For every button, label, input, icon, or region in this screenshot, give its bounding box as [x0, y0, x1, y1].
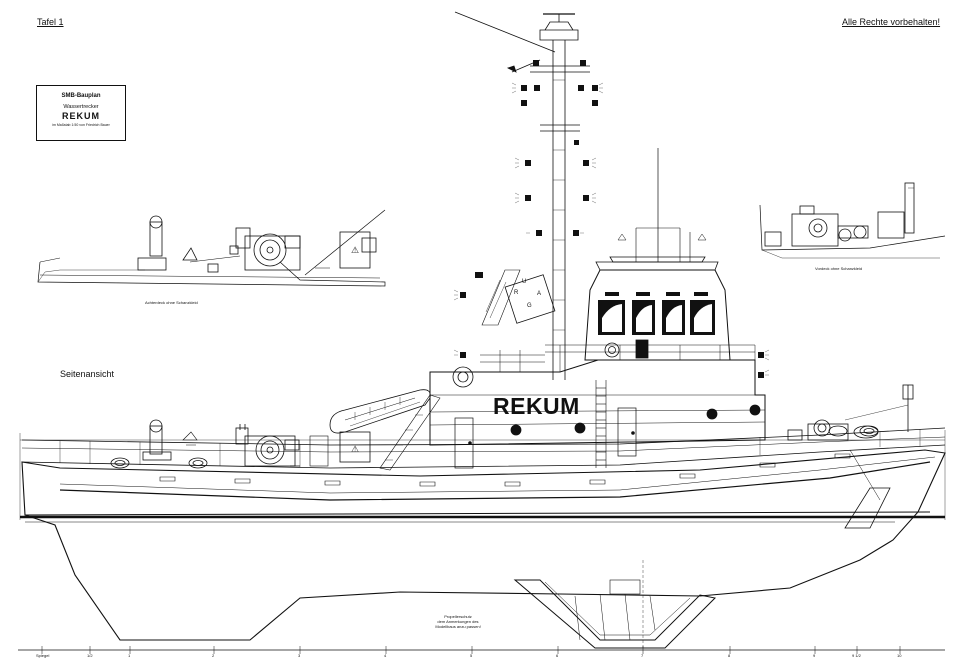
deckhouse-door-fore	[617, 407, 637, 457]
flag-letter-r: R	[514, 290, 519, 296]
portholes	[510, 404, 761, 436]
station-label: 3	[298, 653, 301, 658]
upper-deck-railing	[480, 344, 756, 372]
hull-name-lettering: REKUM	[493, 393, 580, 419]
inflatable-boat	[329, 389, 431, 434]
stern-hawse	[110, 457, 130, 469]
propeller-note-line: Propellerschutz	[444, 614, 472, 619]
bow-mast	[844, 384, 914, 432]
aft-towing-winch	[235, 424, 300, 467]
bow-hawse	[859, 425, 879, 437]
propeller-note-line: dem Anmerkungen des	[437, 619, 479, 624]
station-label: 4	[384, 653, 387, 658]
bow-winch	[787, 419, 879, 441]
vessel-type: Wassertrecker	[63, 104, 99, 110]
fore-deck-detail-drawing	[759, 182, 946, 259]
station-label: 9	[813, 653, 816, 658]
plate-number: Tafel 1	[37, 17, 64, 27]
aft-deck-caption: Achterdeck ohne Schanzkleid	[145, 300, 198, 305]
flag-letter-a: A	[537, 291, 542, 297]
station-label: 10	[897, 653, 902, 658]
propeller-note-line: Modellbaus anzu passen!	[435, 624, 481, 629]
deckhouse-door-aft	[454, 417, 474, 469]
svg-text:⚠: ⚠	[351, 444, 359, 454]
vessel-name: REKUM	[62, 111, 100, 121]
flag-signboard	[504, 274, 556, 324]
hull-outline	[21, 449, 946, 641]
propeller-note: Propellerschutz dem Anmerkungen des Mode…	[428, 614, 488, 629]
fender-line	[59, 461, 931, 501]
station-label: Spiegel	[36, 653, 50, 658]
svg-text:⚠: ⚠	[351, 245, 359, 255]
station-label: 5	[470, 653, 473, 658]
side-ladder	[595, 380, 607, 468]
bulwark-top	[21, 427, 946, 446]
frame-station-ticks	[41, 646, 901, 654]
aft-bollard	[142, 419, 172, 461]
lifebuoy	[452, 366, 474, 388]
station-label: 1/2	[87, 653, 93, 658]
title-block: SMB-Bauplan Wassertrecker REKUM im Maßst…	[36, 85, 126, 141]
station-label: 1	[128, 653, 131, 658]
station-label: 6	[556, 653, 559, 658]
aft-deck-detail-drawing: ⚠	[37, 209, 386, 287]
station-label: 9 1/2	[852, 653, 861, 658]
side-view-label: Seitenansicht	[60, 369, 115, 379]
flag-letter-u: U	[522, 279, 527, 285]
flag-letter-g: G	[527, 303, 532, 309]
fore-deck-caption: Vordeck ohne Schanzkleid	[815, 266, 863, 271]
copyright-notice: Alle Rechte vorbehalten!	[842, 17, 941, 27]
station-label: 2	[212, 653, 215, 658]
publisher-label: SMB-Bauplan	[61, 93, 101, 99]
station-label: 7	[641, 653, 644, 658]
deck-sheer	[21, 444, 946, 469]
hull-fender-tyres	[159, 453, 851, 487]
station-label: 8	[728, 653, 731, 658]
propeller-nozzle	[513, 579, 717, 649]
davit	[379, 394, 441, 471]
deckhouse	[429, 359, 766, 446]
bow-fender	[844, 487, 891, 529]
main-mast	[453, 11, 770, 380]
scale-note: im Maßstab 1:50 von Friedrich Bauer	[52, 123, 110, 127]
